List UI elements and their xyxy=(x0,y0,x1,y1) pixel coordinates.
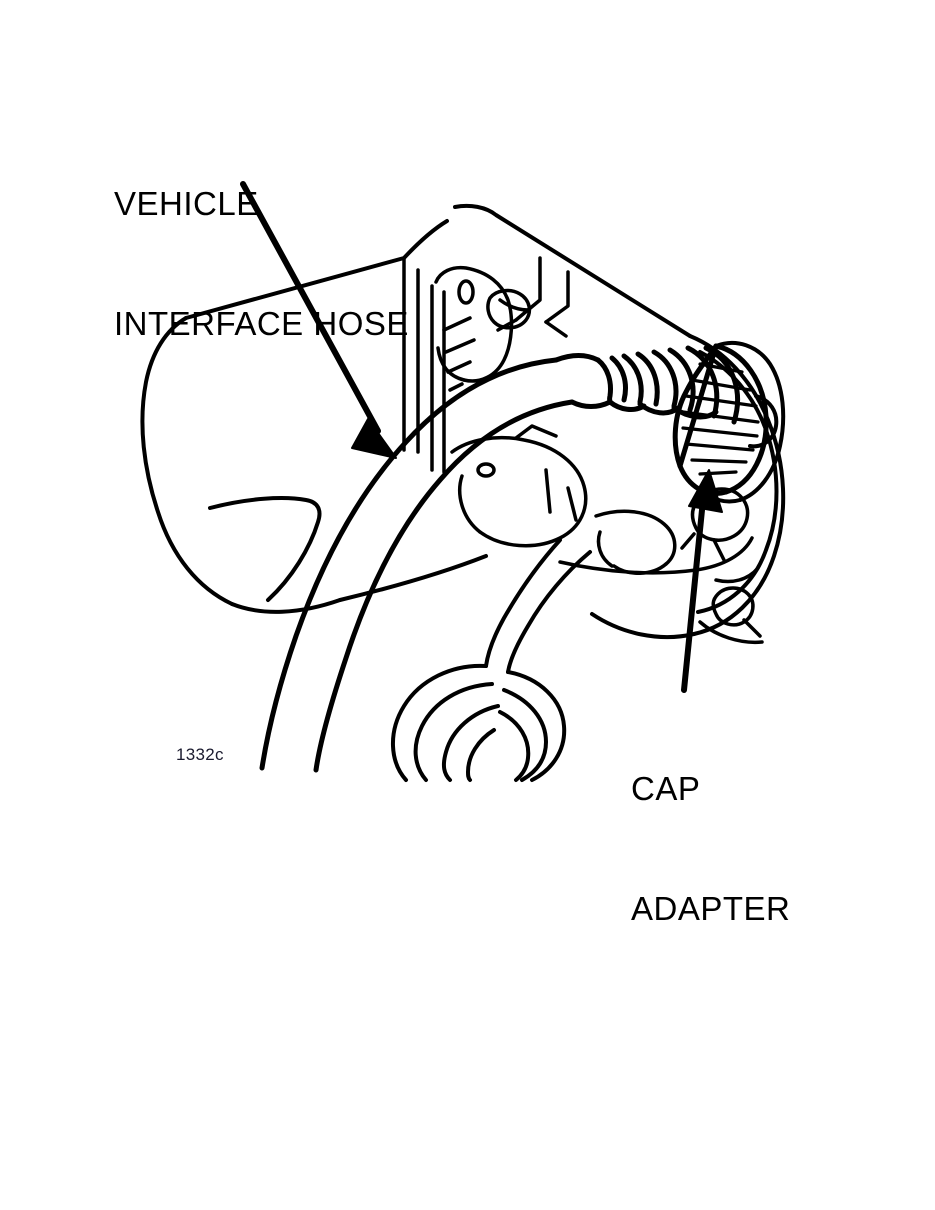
hose-leader-arrow xyxy=(240,181,397,459)
figure-id-label: 1332c xyxy=(176,745,224,764)
callout-vehicle-interface-hose-line1: VEHICLE xyxy=(114,185,259,222)
vent-tube-detail xyxy=(558,487,764,645)
cap-adapter-knurl-ribs xyxy=(681,362,760,476)
callout-cap-adapter: CAP ADAPTER xyxy=(631,689,790,1009)
vehicle-interface-hose xyxy=(259,357,575,773)
callout-cap-adapter-line2: ADAPTER xyxy=(631,890,791,927)
cap-leader-arrow xyxy=(681,469,723,693)
hose-connector-rings xyxy=(553,345,740,425)
housing-inner-detail xyxy=(450,424,588,548)
vehicle-body-panel xyxy=(140,203,692,614)
bracket-assembly xyxy=(402,256,570,474)
coiled-hose xyxy=(391,538,592,782)
callout-vehicle-interface-hose: VEHICLE INTERFACE HOSE xyxy=(114,104,409,424)
callout-vehicle-interface-hose-line2: INTERFACE HOSE xyxy=(114,305,409,342)
callout-cap-adapter-line1: CAP xyxy=(631,770,701,807)
